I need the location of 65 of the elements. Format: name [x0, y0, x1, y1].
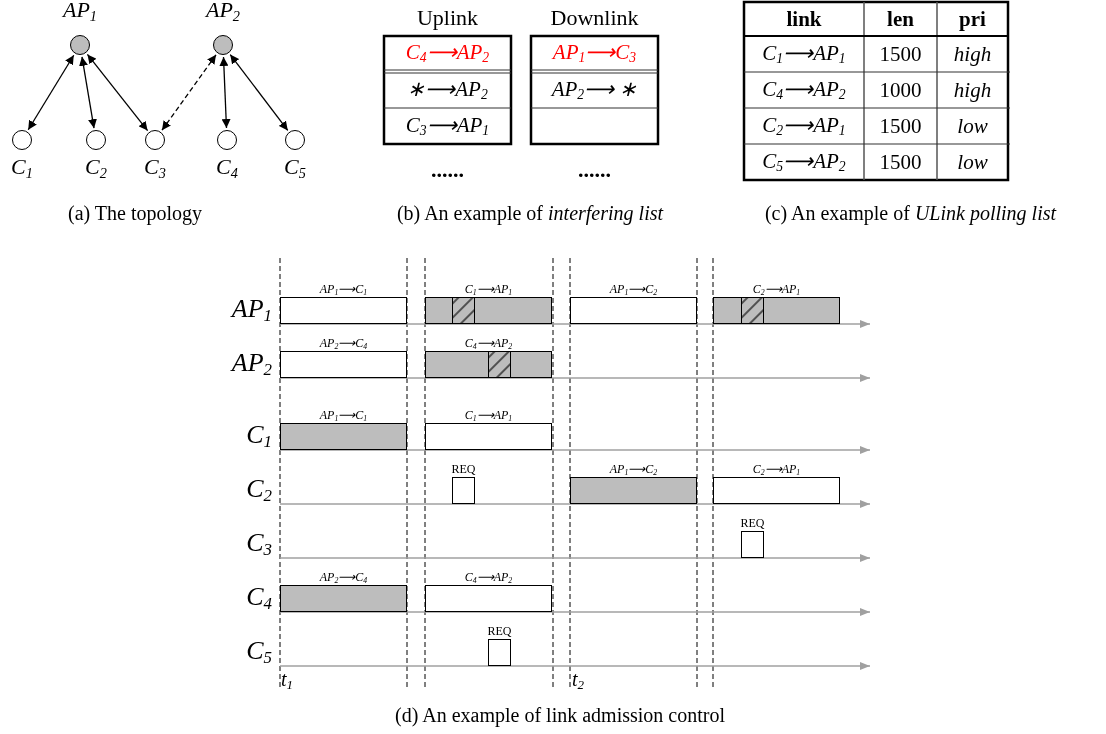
link-entry: C$_{2}$⟶AP$_{1}$	[761, 111, 847, 141]
connector-arrow	[27, 54, 75, 131]
node-label: C$_{3}$	[144, 156, 166, 180]
row-label: C$_{1}$	[245, 420, 272, 454]
link-label: AP$_{1}$⟶C$_{1}$	[319, 283, 368, 297]
row-label: C$_{4}$	[245, 582, 272, 616]
row-label: C$_{5}$	[245, 636, 272, 670]
list-entry: AP$_{2}$⟶ ∗	[549, 75, 639, 105]
priority-value: high	[952, 77, 993, 104]
list-entry: C$_{4}$⟶AP$_{2}$	[404, 38, 491, 68]
caption: (c) An example of ULink polling list	[763, 201, 1058, 226]
link-entry: C$_{4}$⟶AP$_{2}$	[761, 75, 847, 105]
node-label: C$_{5}$	[284, 156, 306, 180]
link-label: C$_{4}$⟶AP$_{2}$	[464, 337, 513, 351]
node-label: AP$_{1}$	[63, 0, 97, 23]
request-label: REQ	[740, 517, 765, 529]
link-label: AP$_{1}$⟶C$_{2}$	[609, 463, 658, 477]
priority-value: low	[956, 113, 989, 140]
node-label: C$_{1}$	[11, 156, 33, 180]
ellipsis-text: ......	[430, 158, 465, 182]
link-label: AP$_{1}$⟶C$_{2}$	[609, 283, 658, 297]
node-label: AP$_{2}$	[206, 0, 240, 23]
caption: (a) The topology	[66, 201, 203, 226]
connector-arrow	[86, 53, 149, 132]
link-label: C$_{4}$⟶AP$_{2}$	[464, 571, 513, 585]
connector-arrow	[219, 56, 231, 129]
row-label: C$_{3}$	[245, 528, 272, 562]
connector-arrow	[79, 56, 97, 129]
list-heading: Uplink	[415, 4, 480, 32]
link-entry: C$_{1}$⟶AP$_{1}$	[761, 39, 847, 69]
link-entry: C$_{5}$⟶AP$_{2}$	[761, 147, 847, 177]
list-entry: AP$_{1}$⟶C$_{3}$	[550, 38, 638, 68]
time-marker: t$_{1}$	[281, 668, 295, 692]
priority-value: low	[956, 149, 989, 176]
request-label: REQ	[487, 625, 512, 637]
link-label: AP$_{2}$⟶C$_{4}$	[319, 337, 368, 351]
link-label: C$_{2}$⟶AP$_{1}$	[752, 463, 801, 477]
request-label: REQ	[451, 463, 476, 475]
table-header: pri	[958, 6, 987, 33]
length-value: 1000	[878, 77, 923, 104]
connector-arrow	[161, 54, 217, 131]
table-header: len	[886, 6, 915, 33]
length-value: 1500	[878, 41, 923, 68]
link-label: C$_{1}$⟶AP$_{1}$	[464, 283, 513, 297]
list-entry: ∗⟶AP$_{2}$	[406, 75, 489, 105]
length-value: 1500	[878, 113, 923, 140]
length-value: 1500	[878, 149, 923, 176]
ellipsis-text: ......	[577, 158, 612, 182]
caption: (b) An example of interfering list	[395, 201, 665, 226]
row-label: AP$_{1}$	[229, 294, 272, 328]
node-label: C$_{2}$	[85, 156, 107, 180]
link-label: C$_{2}$⟶AP$_{1}$	[752, 283, 801, 297]
link-label: C$_{1}$⟶AP$_{1}$	[464, 409, 513, 423]
priority-value: high	[952, 41, 993, 68]
row-label: AP$_{2}$	[229, 348, 272, 382]
time-marker: t$_{2}$	[572, 668, 586, 692]
link-label: AP$_{1}$⟶C$_{1}$	[319, 409, 368, 423]
connector-arrow	[229, 53, 289, 132]
node-label: C$_{4}$	[216, 156, 238, 180]
list-heading: Downlink	[549, 4, 640, 32]
row-label: C$_{2}$	[245, 474, 272, 508]
link-label: AP$_{2}$⟶C$_{4}$	[319, 571, 368, 585]
list-entry: C$_{3}$⟶AP$_{1}$	[404, 111, 491, 141]
caption: (d) An example of link admission control	[394, 703, 726, 728]
table-header: link	[785, 6, 823, 33]
